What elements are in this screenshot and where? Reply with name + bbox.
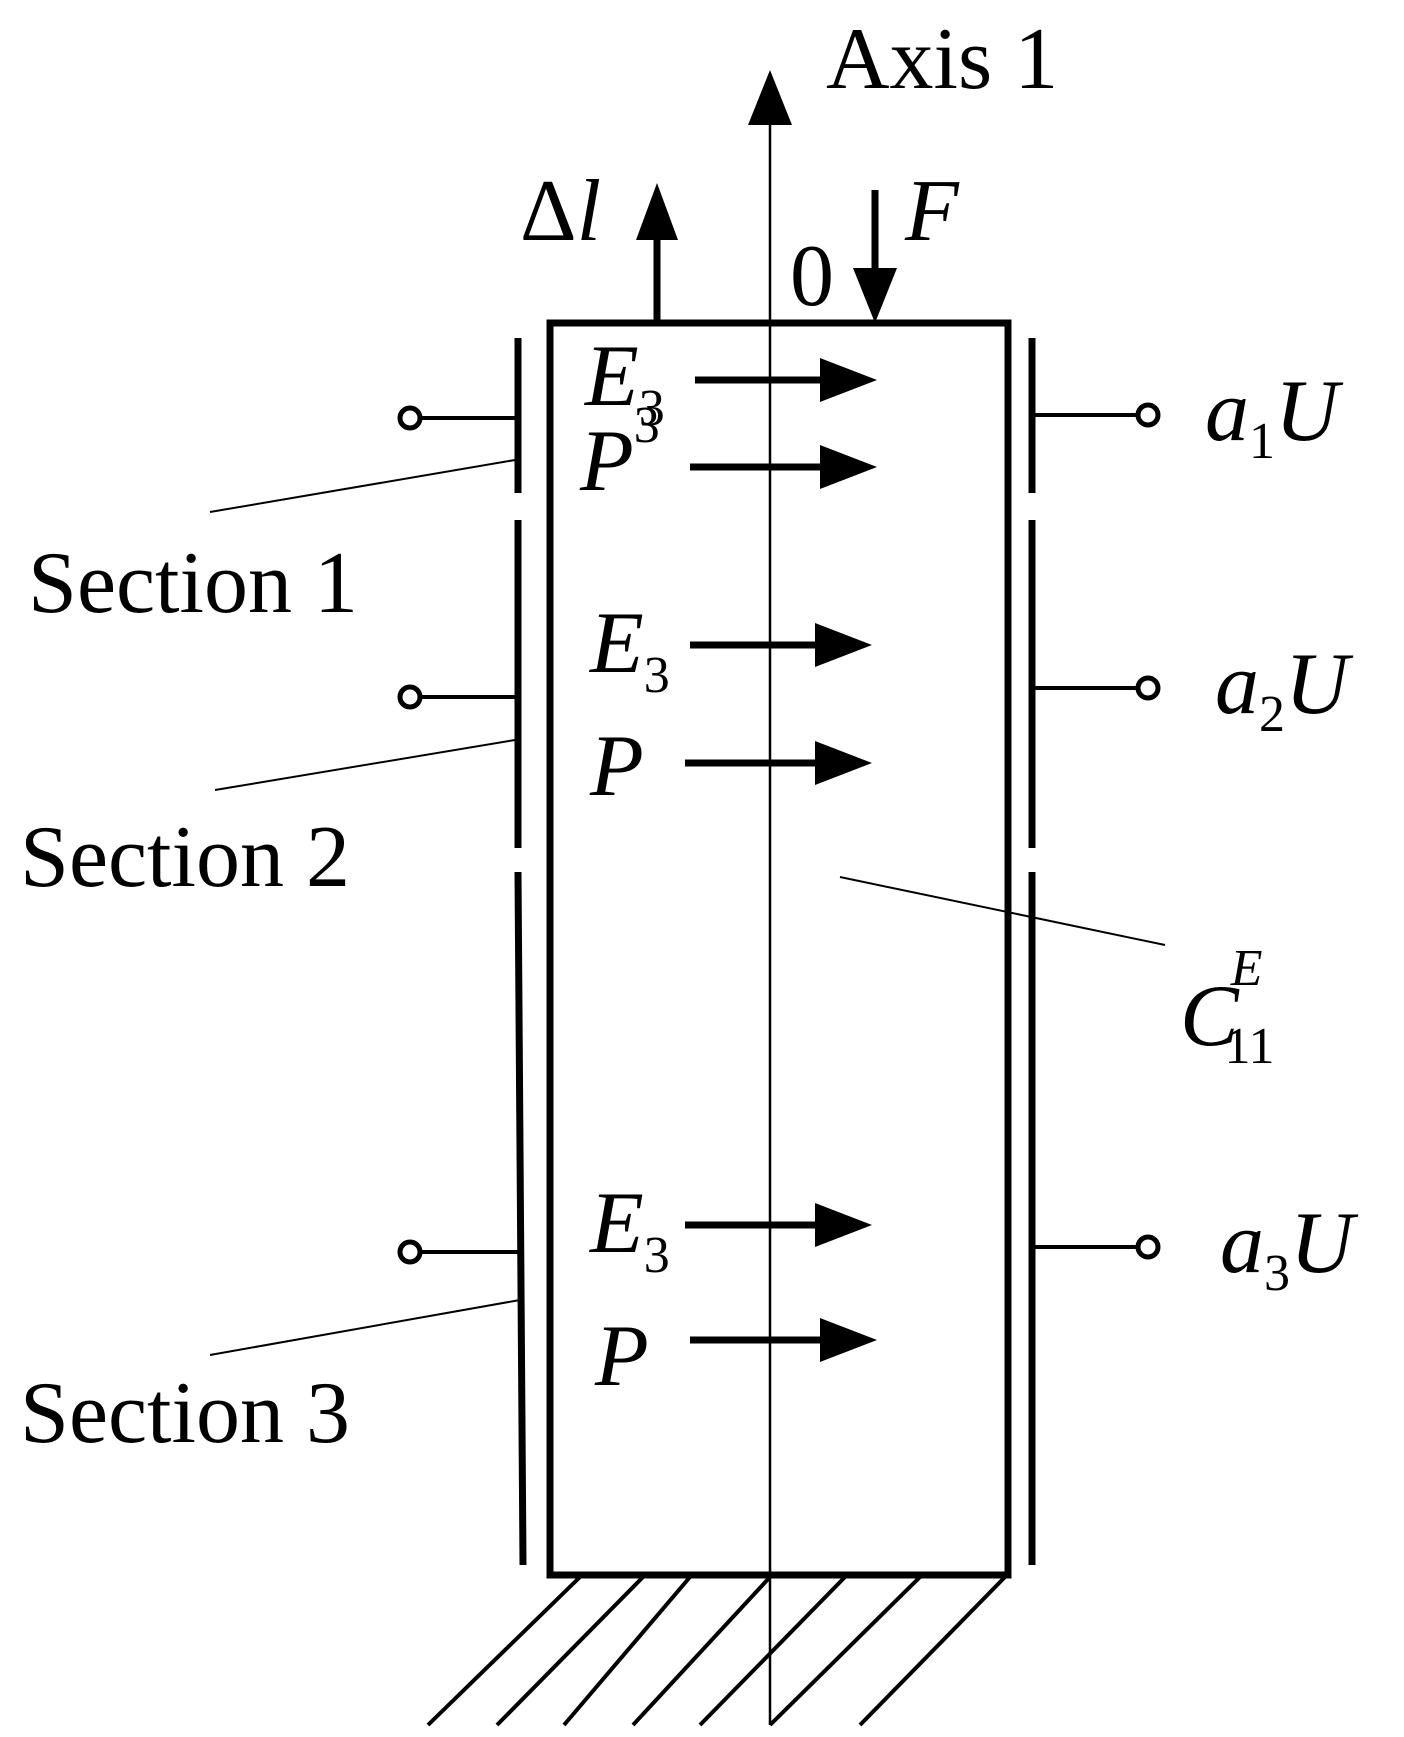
displacement-label: Δl (520, 163, 601, 260)
section-leaders (209, 459, 521, 1356)
field-arrowheads (815, 358, 877, 1362)
piezo-body (546, 319, 1012, 1579)
stiffness-leader (839, 876, 1166, 946)
field-e-label-1: E3 (583, 328, 665, 437)
section-label-3: Section 3 (20, 1365, 350, 1462)
field-p-label-2: P (589, 718, 644, 815)
origin-label: 0 (790, 228, 834, 325)
displacement-arrowhead (636, 183, 678, 240)
voltage-label-2: a2U (1215, 636, 1354, 743)
axis-arrowhead (748, 70, 792, 125)
voltage-label-3: a3U (1220, 1195, 1359, 1302)
left-terminals (397, 405, 518, 1265)
section-label-2: Section 2 (20, 809, 350, 906)
field-p-label-3: P (594, 1308, 649, 1405)
field-arrows (685, 376, 840, 1344)
force-arrowhead (853, 268, 897, 323)
axis-label: Axis 1 (826, 11, 1058, 108)
voltage-label-1: a1U (1205, 363, 1344, 470)
ground-hatching (426, 1575, 1007, 1727)
force-label: F (904, 163, 960, 260)
field-e-label-2: E3 (588, 595, 670, 704)
section-label-1: Section 1 (28, 535, 358, 632)
field-e-label-3: E3 (588, 1175, 670, 1284)
right-terminals (1032, 402, 1161, 1260)
left-electrodes (514, 338, 527, 1566)
field-p-label-1: P3 (579, 397, 660, 510)
